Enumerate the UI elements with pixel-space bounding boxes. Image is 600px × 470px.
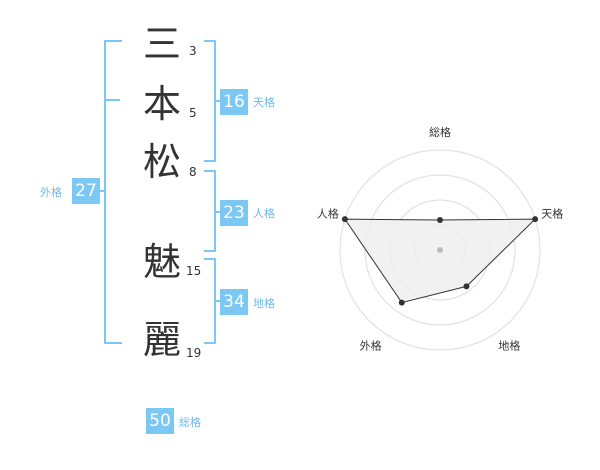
jinkaku-value-badge: 23: [220, 200, 248, 226]
soukaku-value-badge: 50: [146, 408, 174, 434]
name-char-5: 麗: [142, 318, 181, 362]
radar-series-area: [343, 218, 537, 304]
radar-point-2: [532, 216, 539, 223]
gaikaku-label: 外格: [40, 186, 62, 199]
radar-axis-label-1: 総格: [429, 125, 451, 139]
tenkaku-label: 天格: [253, 96, 275, 109]
chikaku-label: 地格: [253, 297, 275, 310]
radar-point-5: [341, 216, 348, 223]
stroke-count-5: 19: [186, 346, 202, 360]
radar-axis-label-3: 地格: [498, 338, 520, 352]
jinkaku-bracket-connector: [214, 211, 222, 213]
stroke-count-3: 8: [189, 165, 197, 179]
name-char-4: 魅: [142, 240, 181, 284]
name-char-1: 三: [142, 22, 181, 66]
gaikaku-value-badge: 27: [72, 178, 100, 204]
tenkaku-value-badge: 16: [220, 89, 248, 115]
radar-axis-label-5: 人格: [317, 207, 339, 221]
tenkaku-bracket-connector: [214, 100, 222, 102]
stroke-count-2: 5: [189, 106, 197, 120]
radar-axis-label-4: 外格: [360, 338, 382, 352]
gaikaku-bracket: [104, 40, 122, 344]
radar-ring-3: [364, 174, 516, 326]
stroke-count-1: 3: [189, 44, 197, 58]
radar-ring-4: [339, 149, 541, 351]
radar-point-4: [398, 299, 405, 306]
radar-center-point: [437, 247, 443, 253]
name-char-3: 松: [142, 140, 181, 184]
chikaku-value-badge: 34: [220, 289, 248, 315]
soukaku-label: 総格: [179, 416, 201, 429]
gaikaku-bracket-connector: [96, 190, 104, 192]
jinkaku-label: 人格: [253, 207, 275, 220]
stroke-count-4: 15: [186, 264, 202, 278]
chikaku-bracket-connector: [214, 300, 222, 302]
radar-axis-label-2: 天格: [541, 207, 563, 221]
name-char-2: 本: [142, 82, 181, 126]
radar-point-1: [437, 217, 443, 223]
radar-point-3: [463, 283, 470, 290]
gaikaku-bracket-divider: [104, 99, 120, 101]
